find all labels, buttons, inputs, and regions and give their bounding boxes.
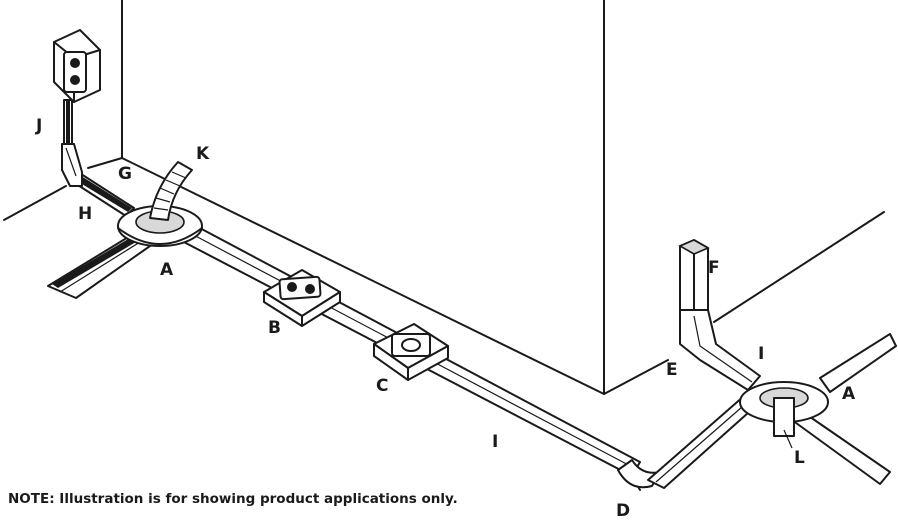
label-f: F [708,258,720,278]
raceway-left-spur [47,235,151,299]
room-walls [3,0,885,395]
label-a-right: A [842,384,856,404]
disclaimer-note: NOTE: Illustration is for showing produc… [8,491,458,507]
leader-l [783,429,793,449]
label-a-left: A [160,260,174,280]
outlet-box-wall [53,29,101,103]
label-l: L [794,448,805,468]
label-h: H [78,204,93,224]
device-c-data [373,323,449,381]
label-d: D [616,501,631,521]
label-g: G [118,164,132,184]
label-i-bottom: I [492,432,499,452]
label-c: C [376,376,389,396]
label-e: E [666,360,678,380]
riser-f [678,239,710,317]
flex-conduit-k [149,161,193,221]
label-b: B [268,318,281,338]
device-b-outlet [263,269,341,327]
elbow-e [679,309,761,391]
label-i-right: I [758,344,765,364]
riser-j [61,99,83,187]
junction-a-left [117,205,203,247]
raceway-right-run [647,395,759,489]
label-k: K [196,144,210,164]
label-j: J [36,116,43,136]
junction-a-right [739,333,897,485]
